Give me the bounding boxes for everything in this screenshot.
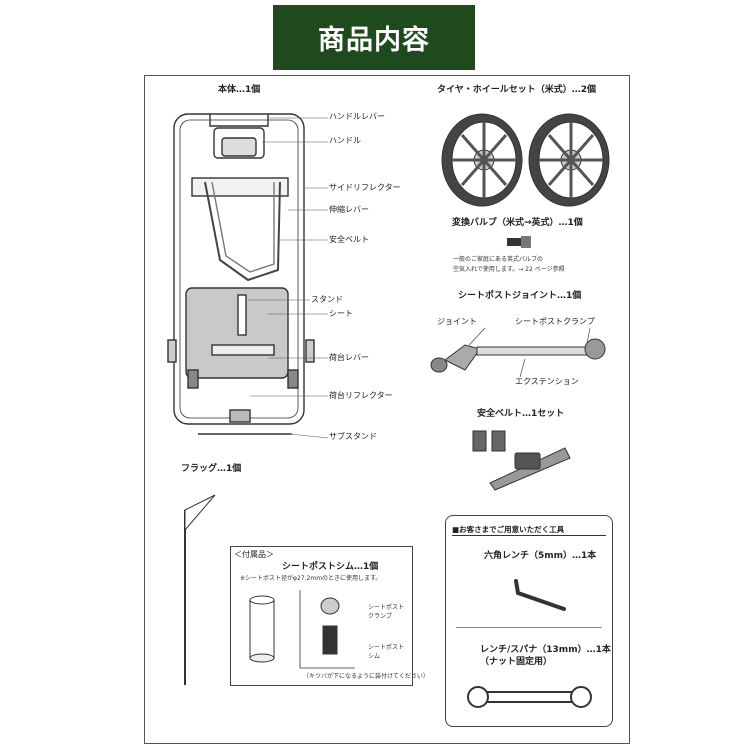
tool-hex-wrench: 六角レンチ（5mm）…1本 xyxy=(484,551,597,561)
label-seatpost-clamp: シートポストクランプ xyxy=(515,317,595,326)
seatpost-shim-illustration xyxy=(249,590,355,669)
label-handle: ハンドル xyxy=(329,136,361,145)
label-shim-clamp-2: クランプ xyxy=(368,613,392,620)
contents-panel xyxy=(144,75,630,744)
tools-title: ■お客さまでご用意いただく工具 xyxy=(452,524,606,536)
shim-note: ※シートポスト径がφ27.2mmのときに使用します。 xyxy=(240,575,382,582)
label-safety-belt: 安全ベルト xyxy=(329,235,369,244)
seatpost-shim-box xyxy=(230,546,413,686)
label-sub-stand: サブスタンド xyxy=(329,432,377,441)
label-carrier-lever: 荷台レバー xyxy=(329,353,369,362)
label-joint: ジョイント xyxy=(437,317,477,326)
tire-title: タイヤ・ホイールセット（米式）…2個 xyxy=(437,85,596,95)
tire-wheel-illustration xyxy=(441,113,610,207)
label-extension: エクステンション xyxy=(515,377,579,386)
label-side-reflector: サイドリフレクター xyxy=(329,183,401,192)
valve-note-1: 一般のご家庭にある英式バルブの xyxy=(453,256,544,263)
hex-wrench-icon xyxy=(514,579,566,611)
page-title-text: 商品内容 xyxy=(318,25,430,56)
label-telescopic-lever: 伸縮レバー xyxy=(329,205,369,214)
flag-illustration xyxy=(184,494,216,685)
label-shim-2: シム xyxy=(368,653,381,660)
label-shim-clamp-1: シートポスト xyxy=(368,604,405,611)
valve-note-2: 空気入れで使用します。→ 22 ページ参照 xyxy=(453,266,565,273)
body-title: 本体…1個 xyxy=(218,85,261,95)
label-shim-1: シートポスト xyxy=(368,644,405,651)
label-seat: シート xyxy=(329,309,353,318)
joint-title: シートポストジョイント…1個 xyxy=(458,291,582,301)
label-carrier-reflector: 荷台リフレクター xyxy=(329,391,393,400)
valve-adapter-icon xyxy=(507,236,531,248)
label-handle-lever: ハンドルレバー xyxy=(329,112,385,121)
flag-title: フラッグ…1個 xyxy=(181,464,242,474)
shim-accessory-label: ＜付属品＞ xyxy=(234,550,274,559)
tool-spanner-1: レンチ/スパナ（13mm）…1本 xyxy=(480,645,611,655)
shim-title: シートポストシム…1個 xyxy=(282,562,379,572)
trailer-body-illustration xyxy=(167,113,329,439)
seatpost-joint-illustration xyxy=(430,327,606,378)
tool-spanner-2: （ナット固定用） xyxy=(480,657,553,667)
page-title: 商品内容 xyxy=(273,5,475,70)
belt-title: 安全ベルト…1セット xyxy=(477,409,565,419)
shim-caption: （キツバが下になるように装付けてください） xyxy=(303,673,429,680)
valve-title: 変換バルブ（米式→英式）…1個 xyxy=(452,218,583,228)
label-stand: スタンド xyxy=(311,295,343,304)
safety-belt-illustration xyxy=(472,430,571,491)
tools-divider xyxy=(456,627,602,628)
spanner-icon xyxy=(467,686,592,708)
